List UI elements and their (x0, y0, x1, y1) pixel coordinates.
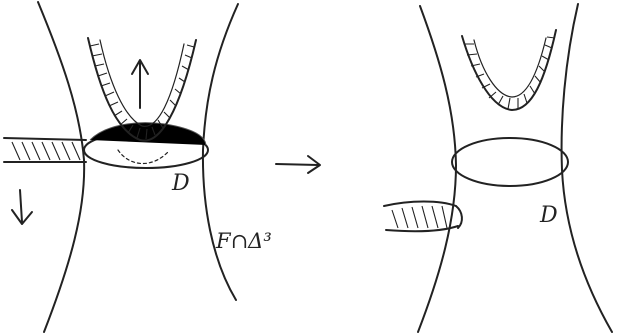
left-hatched-bar (4, 138, 86, 162)
left-panel: D F∩Δ³ (4, 2, 272, 332)
left-u-band (88, 38, 196, 164)
right-tube-left-wall (418, 6, 456, 332)
right-tube-right-wall (562, 4, 612, 332)
left-down-arrow (12, 190, 32, 224)
left-up-arrow (132, 60, 148, 108)
left-tube-left-wall (38, 2, 84, 332)
right-disk-d (452, 138, 568, 186)
right-disk-label: D (539, 203, 558, 228)
transition-arrow (276, 156, 320, 173)
right-u-band (462, 30, 556, 110)
left-disk-label: D (171, 171, 190, 196)
right-panel: D (384, 4, 612, 332)
intersection-label: F∩Δ³ (215, 229, 272, 253)
